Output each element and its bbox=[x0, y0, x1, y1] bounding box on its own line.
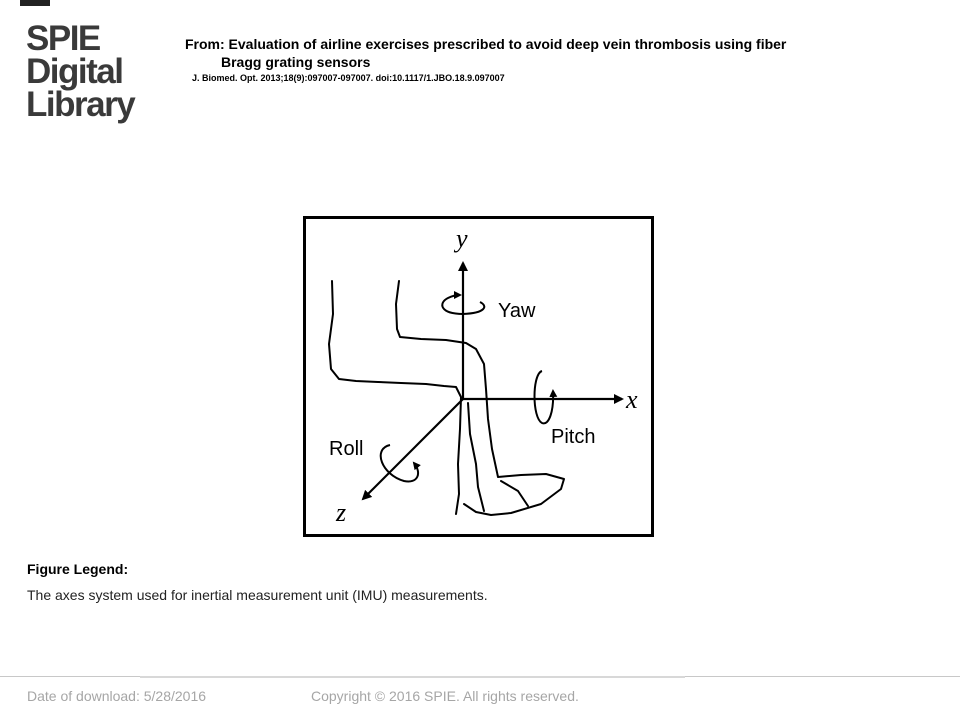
foot-line bbox=[500, 480, 529, 507]
footer-divider-accent bbox=[140, 676, 685, 678]
article-citation: J. Biomed. Opt. 2013;18(9):097007-097007… bbox=[192, 73, 505, 83]
logo-line-1: SPIE bbox=[26, 19, 101, 58]
pitch-rotation-arrow bbox=[533, 370, 558, 425]
logo-line-2: Digital bbox=[26, 52, 124, 91]
rotation-arrows bbox=[379, 291, 558, 483]
logo-line-3: Library bbox=[26, 85, 136, 124]
leg-sketch bbox=[328, 280, 565, 516]
corner-mark bbox=[20, 0, 50, 6]
x-axis-label: x bbox=[625, 385, 638, 414]
figure-legend-text: The axes system used for inertial measur… bbox=[27, 587, 488, 603]
figure-legend-title: Figure Legend: bbox=[27, 561, 129, 577]
yaw-label: Yaw bbox=[498, 300, 536, 322]
shin-line bbox=[467, 402, 485, 512]
z-axis-label: z bbox=[335, 498, 346, 527]
download-date: Date of download: 5/28/2016 bbox=[27, 688, 207, 704]
y-axis-label: y bbox=[453, 224, 468, 253]
leg-back-outline bbox=[328, 280, 462, 515]
copyright-notice: Copyright © 2016 SPIE. All rights reserv… bbox=[311, 688, 579, 704]
axes bbox=[361, 261, 624, 501]
spie-digital-library-logo[interactable]: SPIE Digital Library bbox=[26, 19, 166, 124]
roll-label: Roll bbox=[329, 438, 363, 460]
article-title-line-2: Bragg grating sensors bbox=[221, 54, 371, 70]
article-title-line-1: From: Evaluation of airline exercises pr… bbox=[185, 36, 787, 52]
article-title: From: Evaluation of airline exercises pr… bbox=[185, 35, 905, 71]
pitch-label: Pitch bbox=[551, 426, 595, 448]
axes-diagram: y x z Yaw Pitch Roll bbox=[328, 224, 638, 527]
figure-panel: y x z Yaw Pitch Roll bbox=[303, 216, 654, 537]
yaw-rotation-arrow bbox=[441, 291, 486, 316]
leg-front-outline bbox=[395, 280, 565, 516]
roll-rotation-arrow bbox=[379, 444, 421, 483]
z-axis-line bbox=[361, 398, 464, 501]
